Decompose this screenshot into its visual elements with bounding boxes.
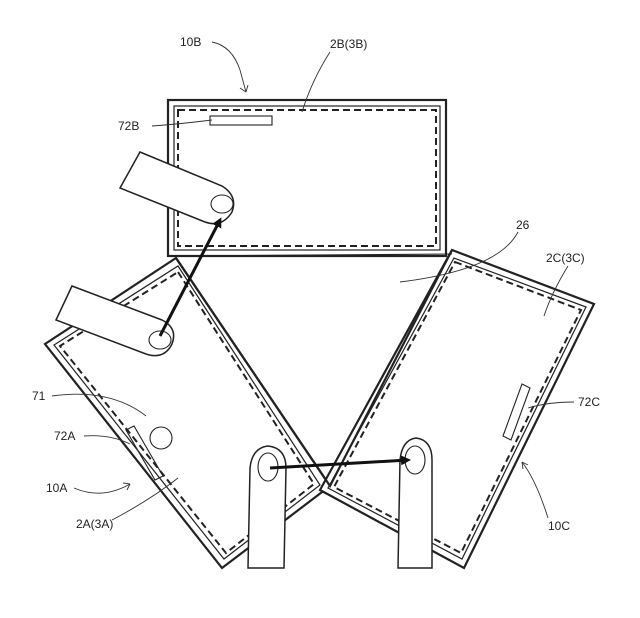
ref-71-marker — [149, 426, 173, 450]
label-26: 26 — [516, 218, 530, 232]
label-72a: 72A — [54, 429, 75, 443]
label-10b: 10B — [180, 35, 201, 49]
leader-10b-tip — [239, 84, 249, 93]
label-10a: 10A — [46, 481, 67, 495]
screen-2c-area — [332, 260, 583, 555]
finger-bottom-right — [397, 437, 433, 569]
drag-arrow-up — [158, 217, 222, 337]
seam-26-line — [175, 253, 453, 257]
device-10c-inner-edge — [327, 257, 587, 560]
leader-10b — [211, 41, 247, 93]
device-10c — [318, 248, 596, 570]
leader-10c-tip — [521, 461, 529, 470]
device-10c-frame — [318, 248, 596, 570]
drag-arrow-right — [269, 455, 411, 470]
leader-2c — [543, 265, 569, 317]
label-2b: 2B(3B) — [330, 37, 367, 51]
sensor-72a — [125, 425, 164, 481]
label-72b: 72B — [118, 119, 139, 133]
leader-10c — [521, 461, 549, 519]
leader-72a — [83, 435, 131, 445]
label-10c: 10C — [548, 519, 570, 533]
leader-72b — [151, 119, 213, 127]
finger-upper-left — [118, 151, 235, 225]
leader-71 — [51, 393, 147, 417]
leader-2a — [111, 477, 179, 521]
label-72c: 72C — [578, 395, 600, 409]
leader-10a-tip — [122, 482, 131, 491]
finger-bottom-left — [247, 445, 287, 569]
leader-26 — [399, 231, 519, 283]
leader-72c — [527, 401, 575, 409]
leader-10a — [73, 483, 131, 494]
device-10b — [166, 98, 448, 258]
leader-2b — [301, 51, 331, 113]
seam-triangle — [175, 249, 453, 489]
label-2a: 2A(3A) — [76, 517, 113, 531]
label-71: 71 — [32, 389, 46, 403]
label-2c: 2C(3C) — [546, 251, 585, 265]
sensor-72c — [502, 383, 531, 441]
finger-middle-left — [54, 285, 175, 357]
